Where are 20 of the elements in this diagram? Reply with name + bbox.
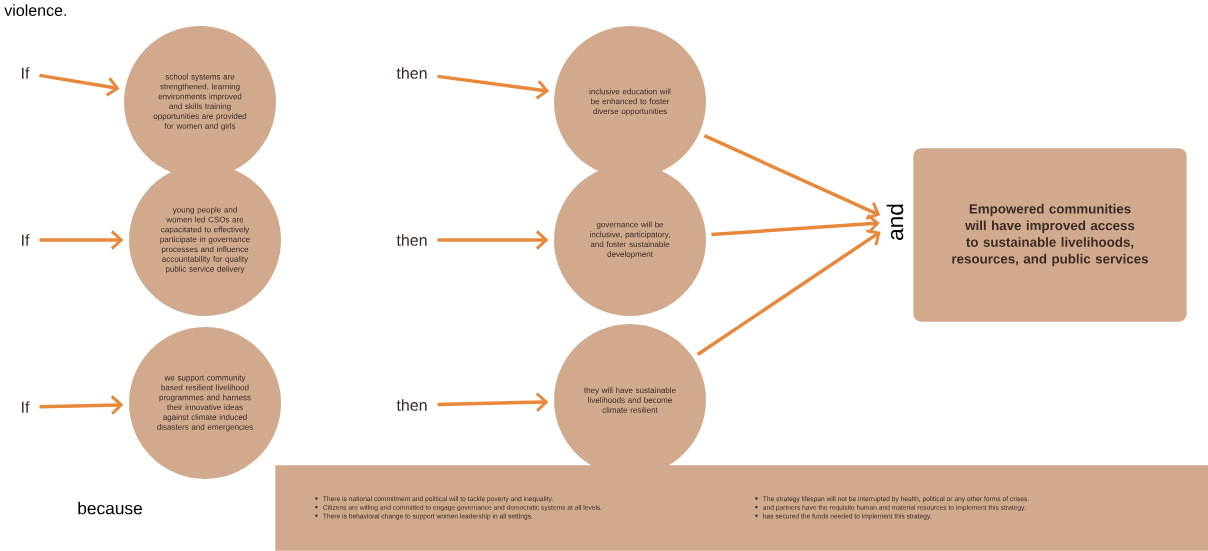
condition-word: then — [396, 399, 427, 411]
node-label: they will have sustainable livelihoods and become climate resilient — [584, 387, 676, 413]
caption-text: violence. — [4, 4, 66, 16]
arrow — [39, 73, 120, 97]
arrow — [437, 74, 550, 100]
condition-word: then — [396, 67, 427, 79]
arrow — [437, 230, 549, 250]
condition-word: If — [22, 67, 30, 79]
because-text: because — [78, 501, 142, 515]
condition-word: If — [22, 234, 30, 246]
arrow — [39, 395, 124, 415]
arrow — [711, 214, 880, 237]
arrow — [437, 392, 549, 412]
goal-blob: Empowered communities will have improved access to sustainable livelihoods, resources, and public services — [913, 148, 1187, 322]
arrow — [703, 134, 881, 220]
condition-word: then — [396, 234, 427, 246]
arrow — [696, 229, 881, 356]
condition-word: If — [22, 401, 30, 413]
arrow — [39, 230, 124, 250]
and-word: and — [886, 204, 904, 240]
